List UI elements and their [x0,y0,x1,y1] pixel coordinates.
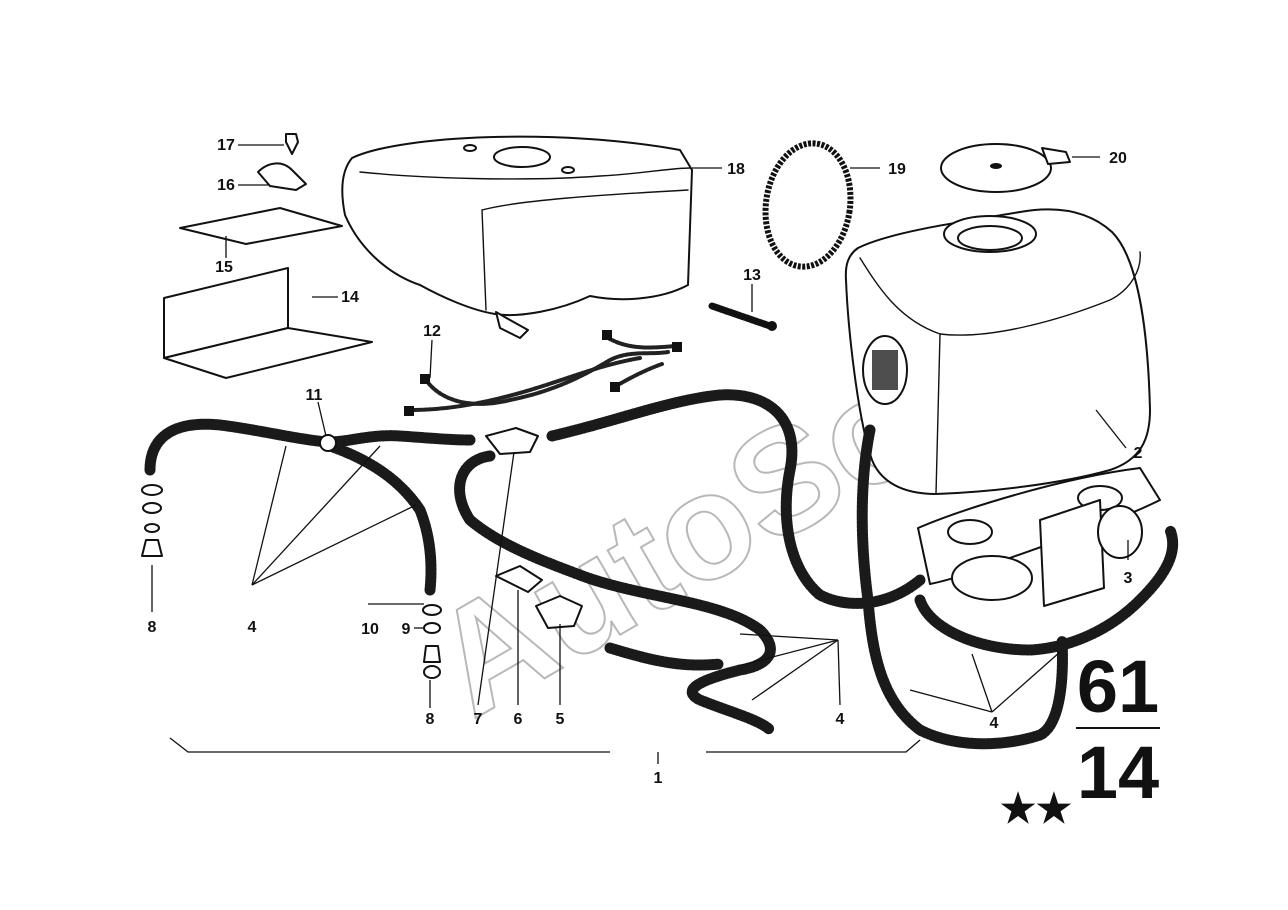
callout-14: 14 [341,289,359,306]
callout-8-center: 8 [426,711,435,728]
stars-marker: ★★ [1000,787,1072,831]
clip-6[interactable] [495,565,543,593]
hose-right-4[interactable] [856,424,1179,750]
sealing-ring-19[interactable] [758,138,858,272]
check-valve-7[interactable] [485,427,539,455]
callout-2: 2 [1134,445,1143,462]
holder-5[interactable] [535,595,583,629]
callout-4-right: 4 [990,715,999,732]
callout-3: 3 [1124,570,1133,587]
nozzle-8-left[interactable] [141,484,163,557]
pump-bracket-3[interactable] [917,467,1161,607]
callout-11: 11 [306,387,323,404]
t-piece-11[interactable] [319,434,337,452]
bracket-14[interactable] [163,267,373,379]
connector-13[interactable] [708,302,777,331]
callout-7: 7 [474,711,483,728]
callout-9: 9 [402,621,411,638]
nozzle-8-center[interactable] [423,645,441,679]
hose-center-4[interactable] [454,389,926,736]
hose-left-4[interactable] [144,418,476,596]
callout-20: 20 [1109,150,1127,167]
callout-19: 19 [888,161,906,178]
callout-5: 5 [556,711,565,728]
wiring-harness-12[interactable] [404,330,682,416]
callout-12: 12 [423,323,441,340]
clip-16[interactable] [257,162,307,191]
group-number-top: 61 [1077,645,1159,728]
washer-10[interactable] [422,604,442,616]
callout-17: 17 [217,137,235,154]
group-number-block: 61 14 ★★ [1000,645,1159,831]
callout-18: 18 [727,161,745,178]
callout-10: 10 [361,621,379,638]
callout-16: 16 [217,177,235,194]
washer-9[interactable] [423,622,441,634]
group-number-bottom: 14 [1077,731,1159,814]
reservoir-tank-18[interactable] [341,135,693,339]
pad-15[interactable] [179,207,343,245]
callout-4-center: 4 [836,711,845,728]
callout-6: 6 [514,711,523,728]
cap-20[interactable] [940,143,1071,193]
callout-4-left: 4 [248,619,257,636]
callout-15: 15 [215,259,233,276]
callout-labels: 17 16 15 14 18 19 20 13 12 2 3 11 8 4 10… [148,137,1143,787]
callout-13: 13 [743,267,761,284]
screw-17[interactable] [285,133,299,155]
reservoir-2[interactable] [844,208,1151,495]
callout-8-left: 8 [148,619,157,636]
leader-lines [151,144,1160,764]
callout-1: 1 [654,770,663,787]
